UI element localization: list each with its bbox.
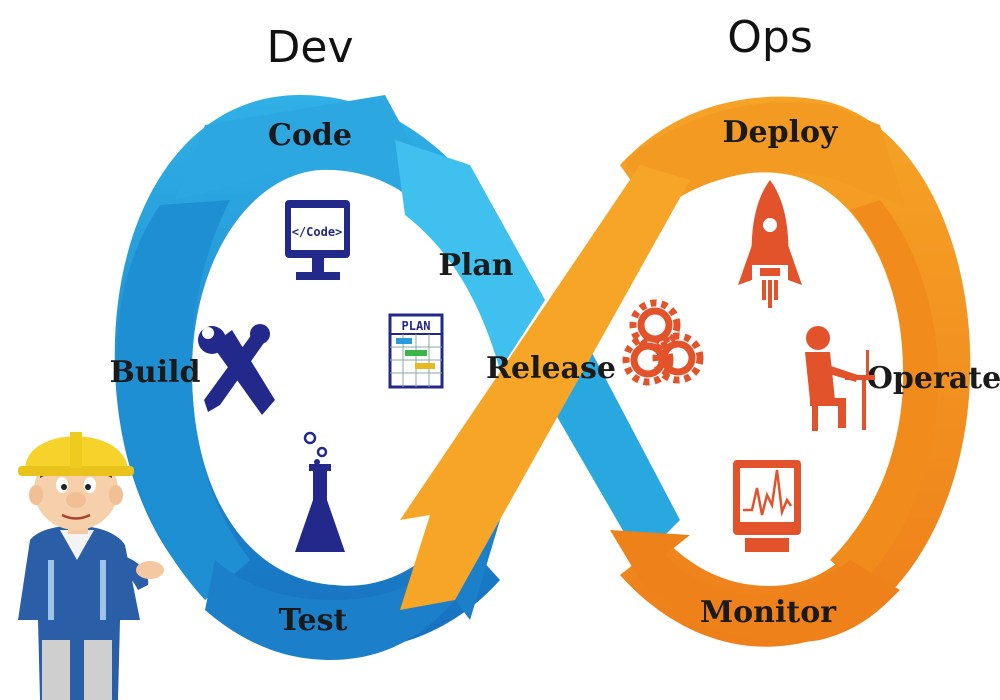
stage-label-deploy: Deploy: [723, 115, 839, 150]
dev-heading: Dev: [267, 22, 354, 73]
rocket-icon: [738, 180, 802, 308]
ops-loop: [400, 96, 971, 647]
stage-label-test: Test: [279, 603, 348, 638]
plan-gantt-icon: PLAN: [388, 313, 444, 389]
lab-flask-icon: [295, 431, 345, 552]
ops-segment-operate: [830, 200, 939, 585]
ops-segment-deploy: [625, 102, 905, 210]
dev-segment-test: [205, 520, 500, 660]
ops-segment-monitor: [610, 530, 900, 643]
stage-label-code: Code: [268, 118, 352, 153]
code-monitor-text: </Code>: [292, 225, 343, 239]
dev-segment-code: [175, 95, 420, 200]
stage-label-release: Release: [486, 351, 616, 386]
dev-ring: [114, 95, 540, 651]
person-at-desk-icon: [805, 326, 875, 431]
gears-icon: [622, 299, 704, 386]
monitor-chart-icon: [733, 460, 801, 552]
engineer-mascot: [18, 432, 164, 700]
stage-label-operate: Operate: [867, 361, 1000, 396]
wrench-screwdriver-icon: [198, 324, 275, 415]
code-monitor-icon: </Code>: [285, 200, 350, 280]
ops-segment-release: [400, 165, 690, 610]
dev-segment-plan: [395, 140, 545, 370]
stage-label-build: Build: [110, 355, 201, 390]
stage-label-monitor: Monitor: [700, 595, 837, 630]
plan-gantt-text: PLAN: [402, 319, 431, 333]
ops-heading: Ops: [727, 12, 813, 63]
stage-label-plan: Plan: [438, 248, 513, 283]
dev-segment-build: [116, 200, 250, 600]
